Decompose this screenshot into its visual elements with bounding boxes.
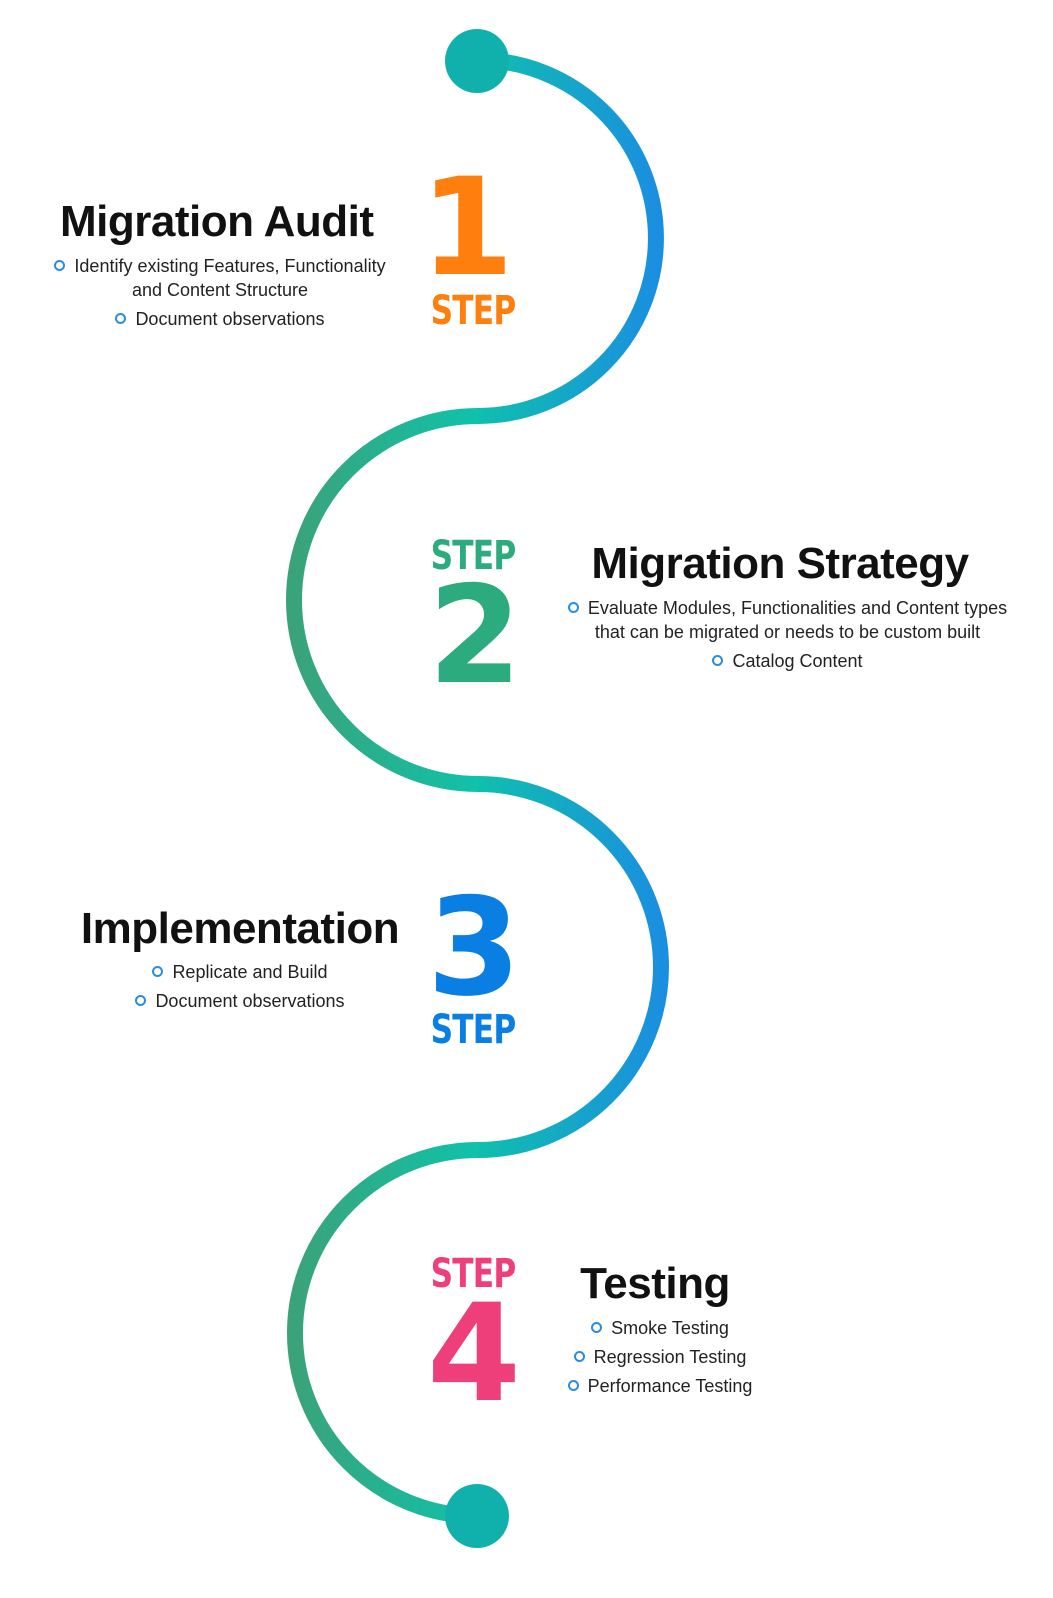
bullet-icon — [115, 312, 127, 324]
path-segment-1 — [470, 52, 664, 424]
bullet-icon — [135, 994, 147, 1006]
list-item: Document observations — [30, 307, 410, 331]
step2-bullets: Evaluate Modules, Functionalities and Co… — [540, 596, 1035, 678]
step4-title: Testing — [580, 1259, 730, 1308]
step2-title: Migration Strategy — [591, 539, 969, 588]
step1-title: Migration Audit — [60, 197, 374, 246]
list-item: that can be migrated or needs to be cust… — [594, 622, 981, 642]
bullet-icon — [54, 259, 66, 271]
path-segment-3 — [477, 776, 669, 1158]
list-item: Performance Testing — [520, 1374, 800, 1398]
step4-label: STEP — [430, 1251, 517, 1297]
step2-number: 2 — [428, 557, 522, 714]
bullet-icon — [591, 1321, 603, 1333]
bullet-icon — [573, 1350, 585, 1362]
step1-number: 1 — [420, 149, 514, 306]
step1-label: STEP — [430, 288, 517, 334]
step3-title: Implementation — [80, 904, 400, 953]
list-item: Regression Testing — [520, 1345, 800, 1369]
list-item: Evaluate Modules, Functionalities and Co… — [540, 596, 1035, 620]
step3-number: 3 — [427, 869, 521, 1026]
step1-bullets: Identify existing Features, Functionalit… — [30, 254, 410, 336]
start-dot — [445, 29, 509, 93]
bullet-icon — [567, 1379, 579, 1391]
bullet-icon — [567, 601, 579, 613]
list-item: Document observations — [100, 989, 380, 1013]
step4-number: 4 — [427, 1275, 521, 1432]
end-dot — [445, 1484, 509, 1548]
list-item: and Content Structure — [131, 280, 309, 300]
list-item: Catalog Content — [540, 649, 1035, 673]
bullet-icon — [712, 654, 724, 666]
bullet-icon — [152, 965, 164, 977]
list-item: Smoke Testing — [520, 1316, 800, 1340]
list-item: Identify existing Features, Functionalit… — [30, 254, 410, 278]
list-item: Replicate and Build — [100, 960, 380, 984]
step2-label: STEP — [430, 533, 517, 579]
step3-label: STEP — [430, 1007, 517, 1053]
path-segment-2 — [286, 408, 479, 792]
step3-bullets: Replicate and Build Document observation… — [100, 960, 380, 1018]
path-segment-4 — [287, 1142, 479, 1524]
step4-bullets: Smoke Testing Regression Testing Perform… — [520, 1316, 800, 1403]
